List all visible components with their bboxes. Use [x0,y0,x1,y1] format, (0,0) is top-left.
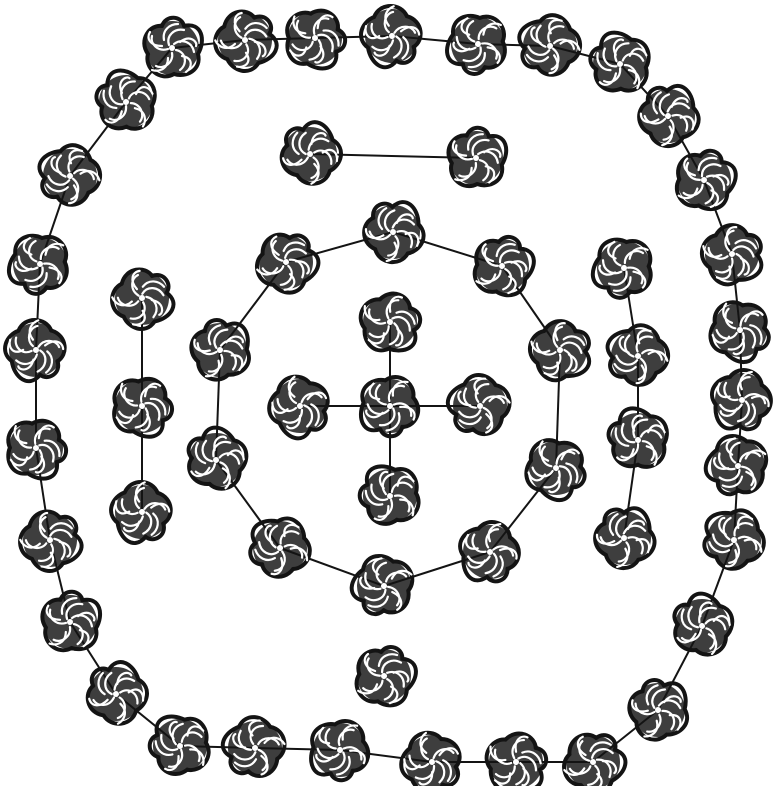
center-cross-rosette [259,367,340,448]
left-column-rosette [111,375,175,438]
inner-ring-rosette [522,312,600,390]
outer-ring-rosette [554,722,634,786]
outer-ring-rosette [694,216,772,294]
outer-ring-rosette [148,715,210,776]
right-column-rosette [589,235,656,303]
inner-ring-rosette [247,222,327,303]
outer-ring-rosette [75,651,157,733]
inner-ring-rosette [242,511,316,584]
outer-ring-rosette [696,502,770,576]
outer-ring-rosette [662,585,741,663]
outer-ring-rosette [28,135,109,216]
inner-ring-rosette [467,229,539,302]
top-pair-rosette [447,127,507,188]
outer-ring-rosette [483,729,552,786]
outer-ring-rosette [703,294,774,368]
outer-ring-rosette [6,231,72,298]
inner-ring-rosette [176,419,255,498]
center-cross-rosette [357,375,420,439]
outer-ring-rosette [585,28,654,97]
outer-ring-rosette [508,5,589,86]
bottom-single-rosette [349,639,422,713]
outer-ring-rosette [90,66,160,135]
center-cross-rosette [438,365,520,447]
outer-ring-rosette [5,418,68,481]
inner-ring-rosette [344,548,421,625]
outer-ring-rosette [670,143,742,215]
top-pair-rosette [269,111,351,193]
right-column-rosette [596,315,677,395]
center-cross-rosette [359,465,420,525]
outer-ring-rosette [205,0,287,81]
outer-ring-rosette [285,8,347,70]
right-column-rosette [585,497,664,576]
center-cross-rosette [357,289,425,356]
right-column-rosette [602,404,673,474]
outer-ring-rosette [623,673,694,745]
outer-ring-rosette [10,499,92,581]
inner-ring-rosette [354,191,433,271]
outer-ring-rosette [351,0,433,78]
outer-ring-rosette [444,12,509,78]
outer-ring-rosette [42,591,101,651]
inner-ring-rosette [452,515,527,591]
outer-ring-rosette [703,363,774,439]
outer-ring-rosette [307,718,371,783]
outer-ring-rosette [144,18,202,77]
inner-ring-rosette [186,313,256,384]
left-column-rosette [102,257,184,339]
inner-ring-rosette [519,432,594,507]
outer-ring-rosette [698,428,774,505]
outer-ring-rosette [391,723,472,786]
left-column-rosette [101,473,182,554]
